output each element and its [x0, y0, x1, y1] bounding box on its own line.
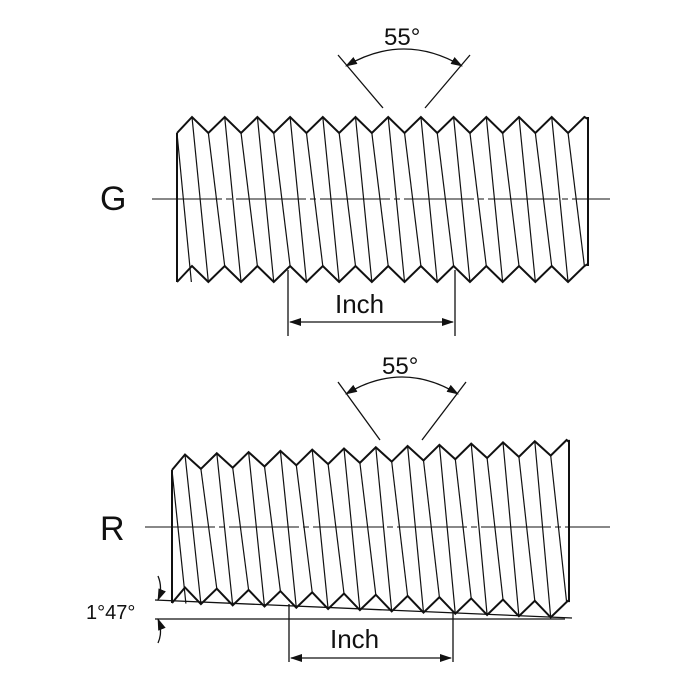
- helix-line: [422, 460, 440, 598]
- helix-line: [375, 447, 393, 612]
- helix-line: [502, 442, 520, 617]
- helix-line: [200, 468, 218, 589]
- helix-line: [224, 116, 242, 283]
- helix-line: [232, 467, 250, 590]
- top-thread-profile: [176, 115, 589, 135]
- helix-line: [486, 457, 504, 600]
- r-angle-dimension: [337, 376, 467, 441]
- r-taper-label: 1°47°: [86, 602, 135, 624]
- helix-line: [343, 448, 361, 611]
- helix-line: [295, 465, 313, 593]
- helix-line: [550, 455, 568, 603]
- r-label: R: [100, 510, 125, 548]
- helix-line: [184, 454, 202, 605]
- helix-line: [534, 441, 552, 618]
- helix-line: [327, 463, 345, 594]
- g-angle-dimension: [337, 48, 471, 109]
- top-thread-profile: [171, 438, 570, 471]
- helix-line: [438, 444, 456, 614]
- helix-line: [311, 449, 329, 609]
- g-angle-label: 55°: [384, 24, 420, 51]
- helix-line: [454, 459, 472, 599]
- r-taper-dimension: [154, 575, 573, 644]
- helix-line: [470, 443, 488, 616]
- helix-line: [407, 445, 425, 613]
- helix-line: [359, 462, 377, 595]
- g-label: G: [100, 180, 126, 218]
- helix-line: [171, 469, 187, 604]
- g-pitch-dimension: [287, 270, 456, 336]
- r-pitch-label: Inch: [330, 624, 379, 654]
- r-angle-label: 55°: [382, 353, 418, 380]
- helix-line: [551, 116, 569, 283]
- helix-line: [176, 132, 192, 283]
- r-pitch-dimension: [288, 604, 454, 662]
- r-thread-drawing: [171, 438, 570, 619]
- g-pitch-label: Inch: [335, 289, 384, 319]
- helix-line: [279, 450, 297, 608]
- helix-line: [518, 456, 536, 601]
- helix-line: [391, 461, 409, 597]
- helix-line: [248, 452, 266, 607]
- bottom-thread-profile: [176, 263, 589, 284]
- helix-line: [263, 466, 281, 592]
- helix-line: [216, 453, 234, 606]
